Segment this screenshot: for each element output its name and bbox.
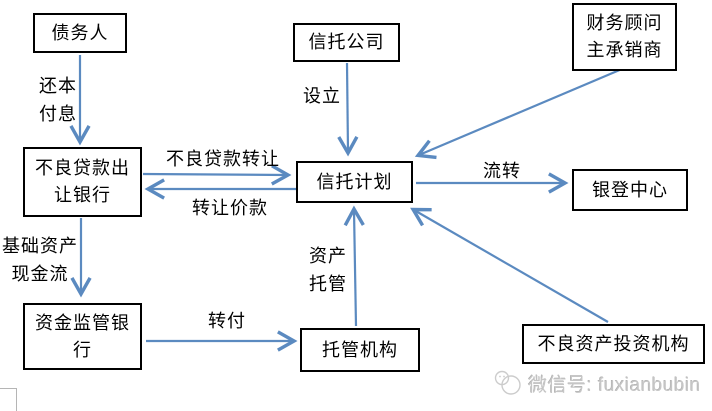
node-trust-company-label: 信托公司 [308, 32, 385, 52]
edge-label-npl-transfer: 不良贷款转让 [166, 149, 280, 169]
edge-label-establish: 设立 [303, 86, 341, 106]
edge-label-repay-principal-interest: 还本 付息 [34, 72, 82, 128]
node-fund-supervision-bank: 资金监管银 行 [23, 303, 142, 370]
edge-label-circulation: 流转 [483, 161, 521, 181]
node-debtor: 债务人 [33, 13, 127, 53]
arrow-npl-transfer [142, 164, 292, 186]
node-financial-advisor: 财务顾问 主承销商 [572, 3, 677, 71]
edge-label-transfer-price: 转让价款 [192, 198, 268, 218]
node-npl-investor-label: 不良资产投资机构 [537, 333, 690, 354]
node-fund-supervision-bank-label-line2: 行 [73, 339, 92, 360]
edge-label-cashflow-line1: 基础资产 [2, 236, 78, 256]
node-trust-plan-label: 信托计划 [316, 171, 393, 192]
node-fund-supervision-bank-label-line1: 资金监管银 [35, 312, 130, 333]
node-yindeng-center-label: 银登中心 [592, 179, 668, 200]
node-npl-transfer-bank: 不良贷款出 让银行 [23, 147, 142, 217]
node-trust-plan: 信托计划 [296, 161, 413, 203]
edge-label-repay-line1: 还本 [39, 76, 77, 96]
arrow-financial-advisor-to-trust-plan [414, 67, 623, 160]
corner-box-fragment [0, 388, 17, 411]
node-npl-transfer-bank-label-line2: 让银行 [54, 185, 111, 205]
node-trust-company: 信托公司 [293, 23, 400, 62]
arrow-establish [337, 62, 359, 157]
arrow-npl-investor-to-trust-plan [410, 207, 609, 323]
node-npl-transfer-bank-label-line1: 不良贷款出 [35, 158, 130, 178]
edge-label-asset-custody-line2: 托管 [309, 274, 347, 294]
edge-label-underlying-asset-cashflow: 基础资产 现金流 [0, 232, 80, 288]
watermark: 微信号: fuxianbubin [492, 369, 701, 397]
arrow-asset-custody [343, 205, 365, 327]
edge-label-repay-line2: 付息 [39, 104, 77, 124]
node-yindeng-center: 银登中心 [572, 169, 688, 211]
wechat-icon [494, 370, 521, 395]
node-debtor-label: 债务人 [51, 22, 109, 43]
node-custodian: 托管机构 [300, 328, 420, 372]
node-custodian-label: 托管机构 [322, 339, 398, 360]
edge-label-asset-custody: 资产 托管 [304, 242, 352, 298]
edge-label-cashflow-line2: 现金流 [11, 264, 69, 284]
node-financial-advisor-label-line1: 财务顾问 [586, 13, 663, 33]
edge-label-asset-custody-line1: 资产 [309, 246, 347, 266]
node-npl-investor: 不良资产投资机构 [522, 324, 705, 364]
node-financial-advisor-label-line2: 主承销商 [586, 40, 663, 60]
edge-label-forward-payment: 转付 [208, 311, 246, 331]
watermark-text: 微信号: fuxianbubin [528, 374, 701, 396]
